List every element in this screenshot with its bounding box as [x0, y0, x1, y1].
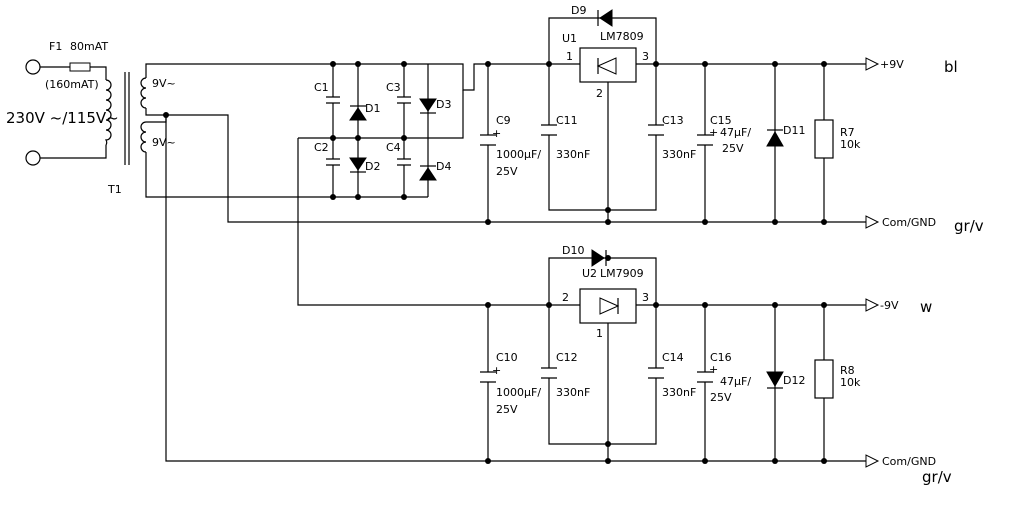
label-c3: C3	[386, 81, 401, 94]
label-u2: U2	[582, 267, 597, 280]
negative-regulator-section	[480, 249, 880, 468]
label-r7-val: 10k	[840, 138, 861, 151]
label-c11: C11	[556, 114, 578, 127]
label-d9: D9	[571, 4, 586, 17]
label-c11-val: 330nF	[556, 148, 590, 161]
label-c16-plus: +	[709, 363, 718, 376]
diode-d1	[349, 107, 367, 121]
label-f1-rating: 80mAT	[70, 40, 108, 53]
label-c16-val: 47µF/	[720, 375, 751, 388]
label-d3: D3	[436, 98, 451, 111]
label-out-pos-color: bl	[944, 58, 958, 76]
labels: F1 80mAT (160mAT) 230V ~/115V~ T1 9V~ 9V…	[6, 4, 984, 486]
label-c15-plus: +	[709, 126, 718, 139]
label-out-gnd1: Com/GND	[882, 216, 936, 229]
label-u2-pin3: 3	[642, 291, 649, 304]
mains-terminal-top	[25, 59, 41, 75]
label-c12: C12	[556, 351, 578, 364]
label-u2-part: LM7909	[600, 267, 644, 280]
label-sec1: 9V~	[152, 77, 176, 90]
output-pos-arrow	[865, 57, 880, 71]
label-d11: D11	[783, 124, 805, 137]
label-out-gnd1-color: gr/v	[954, 217, 984, 235]
junction-dots	[163, 15, 827, 464]
label-out-gnd2: Com/GND	[882, 455, 936, 468]
diode-d11	[766, 130, 784, 147]
resistor-r7	[814, 119, 834, 159]
label-c10-plus: +	[492, 364, 501, 377]
label-d10: D10	[562, 244, 584, 257]
mains-input	[25, 59, 107, 166]
label-c10-val: 1000µF/	[496, 386, 541, 399]
label-out-gnd2-color: gr/v	[922, 468, 952, 486]
label-c9-v: 25V	[496, 165, 518, 178]
output-neg-arrow	[865, 298, 880, 312]
label-r8: R8	[840, 364, 855, 377]
output-gnd1-arrow	[865, 215, 880, 229]
label-out-pos: +9V	[880, 58, 904, 71]
label-c10-v: 25V	[496, 403, 518, 416]
diode-d10	[591, 249, 605, 267]
diode-d12	[766, 371, 784, 388]
transformer-t1	[104, 72, 147, 165]
label-c1: C1	[314, 81, 329, 94]
label-c4: C4	[386, 141, 401, 154]
fuse-f1	[69, 62, 91, 72]
label-c15: C15	[710, 114, 732, 127]
label-u1-pin3: 3	[642, 50, 649, 63]
diode-d3	[419, 98, 437, 112]
diode-d4	[419, 167, 437, 181]
label-c9: C9	[496, 114, 511, 127]
mains-terminal-bottom	[25, 150, 41, 166]
label-r8-val: 10k	[840, 376, 861, 389]
label-out-neg: -9V	[880, 299, 899, 312]
label-c10: C10	[496, 351, 518, 364]
label-c13: C13	[662, 114, 684, 127]
label-d1: D1	[365, 102, 380, 115]
label-u2-pin1: 1	[596, 327, 603, 340]
output-gnd2-arrow	[865, 454, 880, 468]
label-d4: D4	[436, 160, 451, 173]
label-c9-val: 1000µF/	[496, 148, 541, 161]
label-c16: C16	[710, 351, 732, 364]
label-c15-v: 25V	[722, 142, 744, 155]
label-c14: C14	[662, 351, 684, 364]
label-u1: U1	[562, 32, 577, 45]
label-d2: D2	[365, 160, 380, 173]
label-u2-pin2: 2	[562, 291, 569, 304]
label-f1: F1	[49, 40, 62, 53]
diode-d2	[349, 157, 367, 171]
label-t1: T1	[107, 183, 122, 196]
label-u1-pin1: 1	[566, 50, 573, 63]
resistor-r8	[814, 359, 834, 399]
label-u1-pin2: 2	[596, 87, 603, 100]
label-out-neg-color: w	[920, 298, 932, 316]
label-c13-val: 330nF	[662, 148, 696, 161]
label-c9-plus: +	[492, 127, 501, 140]
label-c15-val: 47µF/	[720, 126, 751, 139]
label-r7: R7	[840, 126, 855, 139]
label-c16-v: 25V	[710, 391, 732, 404]
label-sec2: 9V~	[152, 136, 176, 149]
label-c12-val: 330nF	[556, 386, 590, 399]
bridge-rectifier	[297, 64, 866, 306]
label-u1-part: LM7809	[600, 30, 644, 43]
label-c14-val: 330nF	[662, 386, 696, 399]
label-f1-alt: (160mAT)	[45, 78, 99, 91]
label-mains: 230V ~/115V~	[6, 109, 119, 127]
label-c2: C2	[314, 141, 329, 154]
label-d12: D12	[783, 374, 805, 387]
